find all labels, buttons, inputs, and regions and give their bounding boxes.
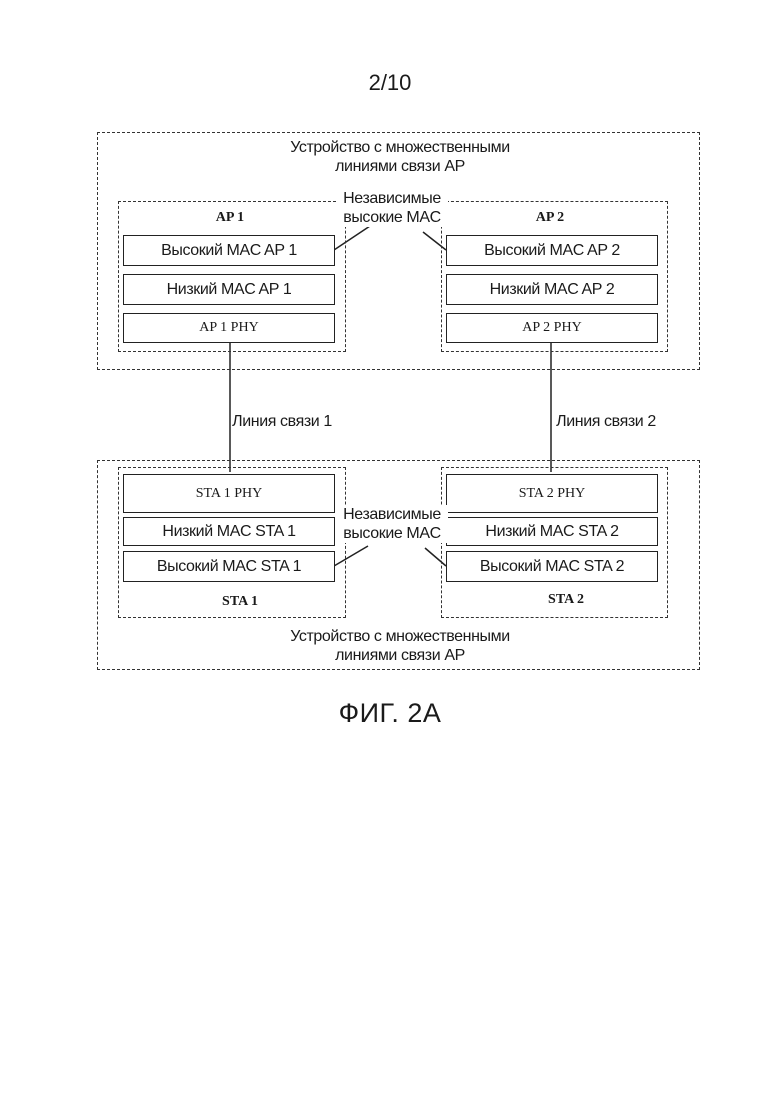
- bottom-device-caption: Устройство с множественными линиями связ…: [250, 627, 550, 665]
- ap2-phy: AP 2 PHY: [446, 313, 658, 343]
- link-1-label: Линия связи 1: [228, 412, 336, 431]
- ap1-title: AP 1: [180, 210, 280, 226]
- sta1-title: STA 1: [190, 594, 290, 610]
- figure-caption: ФИГ. 2А: [0, 698, 780, 729]
- ap1-high-mac: Высокий MAC AP 1: [123, 235, 335, 266]
- bottom-independent-line2: высокие MAC: [336, 524, 448, 543]
- ap2-title: AP 2: [500, 210, 600, 226]
- ap2-high-mac: Высокий MAC AP 2: [446, 235, 658, 266]
- top-device-caption: Устройство с множественными линиями связ…: [250, 138, 550, 176]
- sta2-high-mac: Высокий MAC STA 2: [446, 551, 658, 582]
- ap1-low-mac: Низкий MAC AP 1: [123, 274, 335, 305]
- sta1-high-mac: Высокий MAC STA 1: [123, 551, 335, 582]
- top-independent-line2: высокие MAC: [336, 208, 448, 227]
- sta2-phy: STA 2 PHY: [446, 474, 658, 513]
- link-2-label: Линия связи 2: [552, 412, 660, 431]
- bottom-independent-line1: Независимые: [336, 505, 448, 524]
- sta1-phy: STA 1 PHY: [123, 474, 335, 513]
- top-independent-high-mac-label: Независимые высокие MAC: [336, 189, 448, 227]
- sta2-low-mac: Низкий MAC STA 2: [446, 517, 658, 546]
- ap1-phy: AP 1 PHY: [123, 313, 335, 343]
- bottom-independent-high-mac-label: Независимые высокие MAC: [336, 505, 448, 543]
- sta1-low-mac: Низкий MAC STA 1: [123, 517, 335, 546]
- sta2-title: STA 2: [516, 592, 616, 608]
- top-independent-line1: Независимые: [336, 189, 448, 208]
- ap2-low-mac: Низкий MAC AP 2: [446, 274, 658, 305]
